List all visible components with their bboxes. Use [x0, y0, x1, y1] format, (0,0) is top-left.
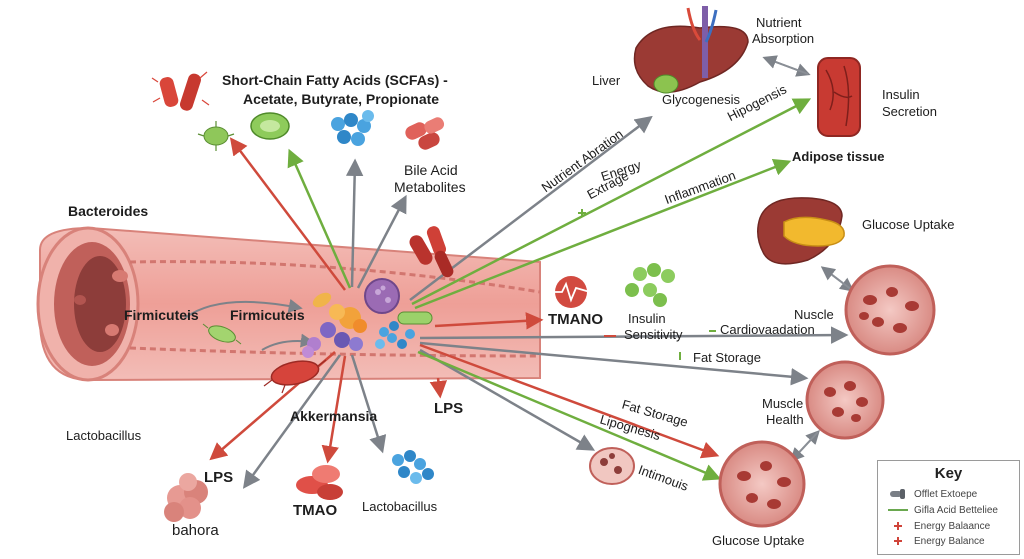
- bacteroides-label: Bacteroides: [68, 203, 149, 219]
- red-bacteria-rods-icon: [409, 226, 454, 278]
- nutrient-absorption-line1: Nutrient: [756, 15, 802, 30]
- scfa-bacteria-icon: [151, 71, 210, 111]
- bile-acid-label-line2: Metabolites: [394, 179, 466, 195]
- nutrient-absorption-line2: Absorption: [752, 31, 815, 46]
- glucose-uptake-bottom-label: Glucose Uptake: [712, 533, 805, 548]
- legend-item-label: Energy Balance: [914, 536, 985, 547]
- legend-key: Key Offlet Extoepe Gifla Acid Betteliee …: [877, 460, 1020, 555]
- legend-item-label: Gifla Acid Betteliee: [914, 505, 998, 516]
- legend-item: Gifla Acid Betteliee: [888, 505, 998, 516]
- legend-item: Energy Balance: [888, 536, 985, 547]
- green-bacterium-icon: [197, 121, 235, 151]
- liver-label: Liver: [592, 73, 621, 88]
- pancreas-illustration: [817, 57, 861, 137]
- intestine-illustration: [36, 226, 541, 382]
- muscle-health-line1: Muscle: [762, 396, 804, 411]
- firmicuteis-right-label: Firmicuteis: [230, 307, 305, 323]
- insulin-secretion-line2: Secretion: [882, 104, 937, 119]
- muscle-cell-middle: [805, 360, 885, 440]
- legend-item-label: Energy Balaance: [914, 521, 991, 532]
- green-vesicle-icon: [250, 112, 290, 140]
- adipose-tissue-label: Adipose tissue: [792, 149, 885, 164]
- liver-illustration: [633, 6, 749, 94]
- legend-title: Key: [934, 465, 963, 482]
- tmao-bottom-label: TMAO: [293, 502, 338, 519]
- lactobacillus-left-label: Lactobacillus: [66, 428, 142, 443]
- insulin-secretion-line1: Insulin: [882, 87, 920, 102]
- bahora-cluster-icon: [164, 473, 208, 522]
- red-plus-icon: [894, 537, 902, 546]
- tmao-capsule-icon: [296, 465, 343, 500]
- legend-item-label: Offlet Extoepe: [914, 489, 978, 500]
- legend-item: Offlet Extoepe: [888, 489, 977, 500]
- fat-storage-mid-label: Fat Storage: [693, 350, 761, 365]
- insulin-molecule-icon: [625, 263, 675, 307]
- insulin-sensitivity-line1: Insulin: [628, 311, 666, 326]
- pathway-arrows: [184, 55, 855, 489]
- red-bacterium-bottom-icon: [263, 359, 327, 394]
- bile-acid-label-line1: Bile Acid: [404, 162, 458, 178]
- glucose-uptake-right-label: Glucose Uptake: [862, 217, 955, 232]
- muscle-cell-bottom: [718, 440, 806, 528]
- lactobacillus-cluster-icon: [392, 450, 434, 484]
- lactobacillus-bottom-label: Lactobacillus: [362, 499, 438, 514]
- bile-acid-molecule-icon: [405, 117, 445, 150]
- lps-left-label: LPS: [204, 469, 234, 486]
- intestinal-villi-icon: [589, 447, 635, 485]
- pipe-icon: [890, 489, 905, 500]
- green-bacterium-left-icon: [202, 323, 242, 345]
- blue-molecule-cluster-icon: [331, 110, 374, 146]
- energy-marker-plus: [578, 209, 586, 217]
- tmao-heart-icon: [552, 276, 591, 308]
- glycogenesis-label: Glycogenesis: [662, 92, 741, 107]
- scfa-title-line2: Acetate, Butyrate, Propionate: [243, 91, 440, 107]
- bahora-label: bahora: [172, 522, 219, 539]
- small-purple-cell-icon: [302, 346, 314, 358]
- lps-center-label: LPS: [434, 400, 464, 417]
- cardiovaadation-label: Cardiovaadation: [720, 322, 815, 337]
- liver-pancreas-illustration: [757, 197, 845, 265]
- red-plus-icon: [894, 522, 902, 531]
- muscle-cell-right: [844, 264, 936, 356]
- microbiota-cluster-icon: [307, 278, 433, 351]
- firmicuteis-left-label: Firmicuteis: [124, 307, 199, 323]
- nuscle-label: Nuscle: [794, 307, 834, 322]
- muscle-health-line2: Health: [766, 412, 804, 427]
- insulin-sensitivity-line2: Sensitivity: [624, 327, 683, 342]
- scfa-title-line1: Short-Chain Fatty Acids (SCFAs) -: [222, 72, 448, 88]
- tmano-label: TMANO: [548, 311, 603, 328]
- akkermansia-label: Akkermansia: [290, 408, 378, 424]
- green-line-icon: [888, 509, 908, 512]
- legend-item: Energy Balaance: [888, 521, 990, 532]
